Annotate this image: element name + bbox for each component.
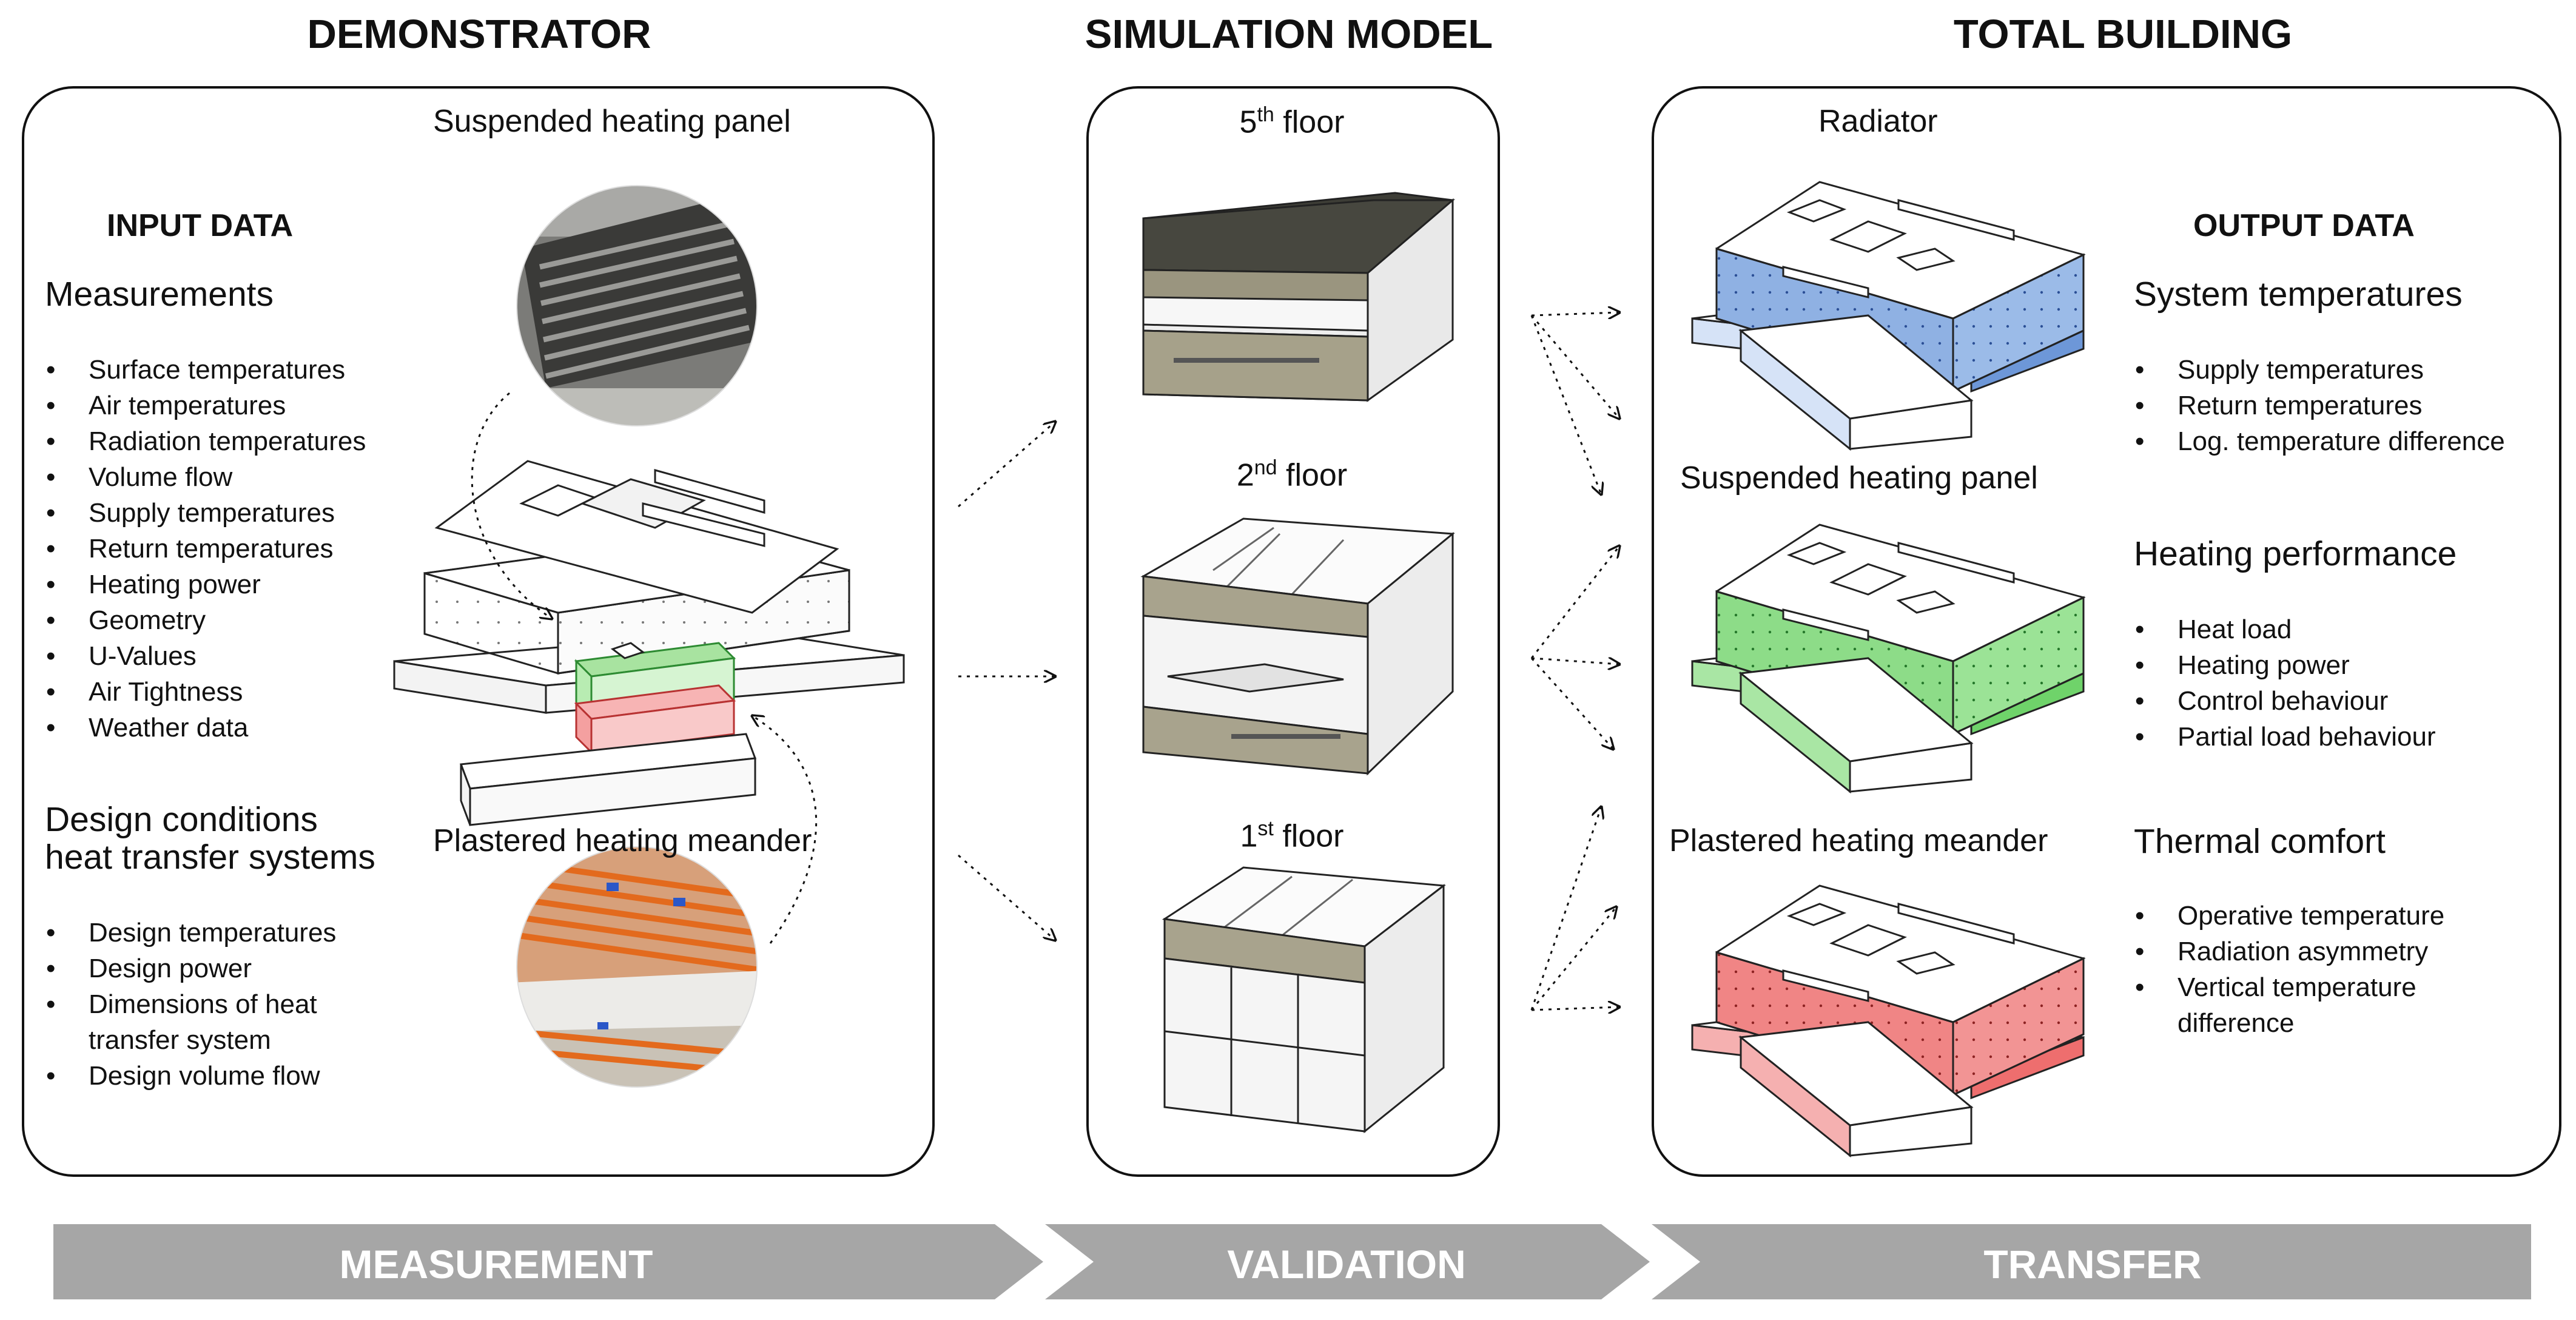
measurements-list: Surface temperatures Air temperatures Ra… — [46, 352, 422, 746]
header-total-building: TOTAL BUILDING — [1953, 12, 2293, 57]
thermal-comfort-list: Operative temperature Radiation asymmetr… — [2135, 898, 2511, 1041]
process-step-measurement-shape — [53, 1224, 1043, 1299]
heating-performance-list: Heat load Heating power Control behaviou… — [2135, 611, 2547, 755]
list-item: Design volume flow — [46, 1058, 386, 1094]
measurements-title: Measurements — [45, 275, 274, 314]
list-item: Dimensions of heat transfer system — [46, 986, 343, 1058]
design-title-line2: heat transfer systems — [45, 838, 375, 877]
list-item: Partial load behaviour — [2135, 719, 2547, 755]
photo-suspended-heating-panel — [517, 186, 757, 426]
list-item: Surface temperatures — [46, 352, 422, 388]
list-item: Heating power — [46, 567, 422, 602]
list-item: Vertical temperature difference — [2135, 969, 2469, 1041]
list-item: Design power — [46, 951, 386, 986]
label-radiator: Radiator — [1818, 104, 1938, 139]
list-item: Log. temperature difference — [2135, 423, 2547, 459]
output-data-title: OUTPUT DATA — [2193, 208, 2415, 243]
group-title-heating-performance: Heating performance — [2134, 534, 2457, 573]
floor-label-2nd: 2nd floor — [1236, 456, 1348, 493]
header-simulation-model: SIMULATION MODEL — [1085, 12, 1493, 57]
input-data-title: INPUT DATA — [107, 208, 294, 243]
floor-label-5th: 5th floor — [1239, 103, 1345, 140]
list-item: Air temperatures — [46, 388, 422, 423]
photo-bottom-label: Plastered heating meander — [433, 823, 812, 858]
label-suspended-heating-panel: Suspended heating panel — [1680, 460, 2038, 496]
floor-label-1st: 1st floor — [1240, 817, 1344, 854]
design-conditions-title: Design conditions heat transfer systems — [45, 801, 433, 876]
process-bar — [53, 1224, 2531, 1299]
building-suspended-panel — [1691, 524, 2086, 794]
list-item: Heating power — [2135, 647, 2547, 683]
list-item: Supply temperatures — [2135, 352, 2547, 388]
floor-1st-model — [1162, 866, 1446, 1134]
building-radiator — [1691, 181, 2086, 451]
design-title-line1: Design conditions — [45, 800, 318, 839]
list-item: Supply temperatures — [46, 495, 422, 531]
process-step-validation-shape — [1045, 1224, 1650, 1299]
dotted-link-bottom — [752, 716, 818, 944]
list-item: Volume flow — [46, 459, 422, 495]
arrows-to-simulation — [958, 422, 1055, 940]
list-item: Weather data — [46, 710, 422, 746]
arrows-to-total-building — [1530, 312, 1619, 1010]
group-title-system-temperatures: System temperatures — [2134, 275, 2463, 314]
photo-top-label: Suspended heating panel — [433, 104, 791, 139]
list-item: U-Values — [46, 638, 422, 674]
list-item: Air Tightness — [46, 674, 422, 710]
list-item: Return temperatures — [2135, 388, 2547, 423]
floor-2nd-model — [1140, 517, 1455, 776]
building-plastered-meander — [1691, 884, 2086, 1158]
process-step-measurement: MEASUREMENT — [339, 1242, 653, 1287]
process-step-validation: VALIDATION — [1227, 1242, 1466, 1287]
group-title-thermal-comfort: Thermal comfort — [2134, 822, 2386, 861]
list-item: Radiation temperatures — [46, 423, 422, 459]
list-item: Control behaviour — [2135, 683, 2547, 719]
dotted-link-top — [471, 392, 552, 619]
process-step-transfer: TRANSFER — [1983, 1242, 2202, 1287]
list-item: Operative temperature — [2135, 898, 2511, 934]
label-plastered-heating-meander: Plastered heating meander — [1669, 823, 2048, 858]
photo-plastered-heating-meander — [517, 847, 757, 1087]
list-item: Heat load — [2135, 611, 2547, 647]
list-item: Geometry — [46, 602, 422, 638]
design-conditions-list: Design temperatures Design power Dimensi… — [46, 915, 386, 1094]
floor-5th-model — [1142, 192, 1456, 402]
list-item: Design temperatures — [46, 915, 386, 951]
demonstrator-building — [393, 460, 905, 826]
list-item: Return temperatures — [46, 531, 422, 567]
process-step-transfer-shape — [1652, 1224, 2531, 1299]
header-demonstrator: DEMONSTRATOR — [307, 12, 651, 57]
system-temperatures-list: Supply temperatures Return temperatures … — [2135, 352, 2547, 459]
list-item: Radiation asymmetry — [2135, 934, 2511, 969]
